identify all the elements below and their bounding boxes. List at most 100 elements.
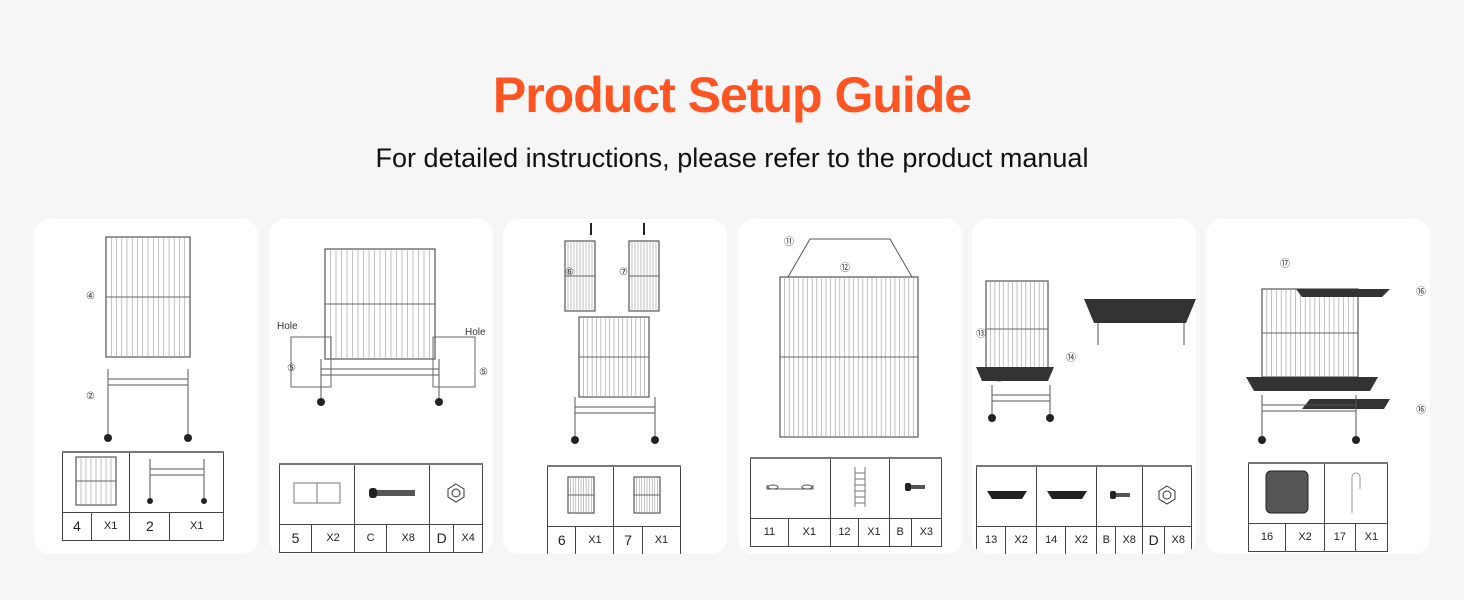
cage-panel-icon bbox=[72, 455, 120, 510]
part-image bbox=[1141, 465, 1193, 527]
part-callout: ⑭ bbox=[994, 373, 1004, 384]
part-quantity: X1 bbox=[641, 525, 682, 554]
part-number: 13 bbox=[975, 525, 1007, 554]
part-quantity: X1 bbox=[575, 525, 615, 554]
ladder-icon bbox=[852, 465, 868, 512]
part-number: 12 bbox=[829, 517, 860, 547]
part-quantity: X2 bbox=[1005, 525, 1038, 554]
side-tray-frame-icon bbox=[292, 480, 342, 509]
hook-icon bbox=[1348, 469, 1364, 518]
part-number: D bbox=[1141, 525, 1166, 554]
part-image bbox=[61, 451, 131, 513]
part-quantity: X2 bbox=[311, 523, 356, 553]
part-image bbox=[975, 465, 1038, 527]
assembly-diagram bbox=[976, 280, 1196, 422]
part-image bbox=[354, 463, 431, 525]
part-quantity: X8 bbox=[1115, 525, 1143, 554]
part-callout: ⑫ bbox=[840, 263, 850, 274]
part-callout: ⑤ bbox=[479, 367, 488, 378]
assembly-diagram bbox=[564, 223, 660, 444]
part-callout: ⑯ bbox=[1416, 287, 1426, 298]
long-bolt-icon bbox=[367, 486, 417, 503]
part-quantity: X4 bbox=[453, 523, 483, 553]
page-title: Product Setup Guide bbox=[492, 67, 972, 123]
part-quantity: X1 bbox=[858, 517, 890, 547]
part-quantity: X2 bbox=[1065, 525, 1098, 554]
part-image bbox=[829, 457, 890, 519]
assembly-diagram bbox=[104, 236, 192, 442]
assembly-diagram bbox=[1246, 288, 1390, 444]
part-callout: ⑬ bbox=[976, 329, 986, 340]
part-callout: ④ bbox=[86, 291, 95, 302]
part-callout: Hole bbox=[465, 327, 486, 338]
part-quantity: X1 bbox=[90, 511, 131, 541]
tray-icon bbox=[986, 489, 1028, 504]
part-quantity: X1 bbox=[787, 517, 831, 547]
part-image bbox=[278, 463, 356, 525]
part-image bbox=[1324, 462, 1388, 524]
part-number: 6 bbox=[546, 525, 577, 554]
part-number: 14 bbox=[1036, 525, 1067, 554]
stand-frame-icon bbox=[142, 455, 212, 510]
part-callout: ⑤ bbox=[287, 363, 296, 374]
part-quantity: X2 bbox=[1284, 522, 1326, 552]
part-image bbox=[1036, 465, 1098, 527]
part-quantity: X8 bbox=[386, 523, 431, 553]
part-image bbox=[1247, 462, 1326, 524]
part-number: D bbox=[429, 523, 455, 553]
part-callout: ⑭ bbox=[1066, 353, 1076, 364]
part-callout: ⑰ bbox=[1280, 259, 1290, 270]
part-image bbox=[1096, 465, 1143, 527]
part-image bbox=[429, 463, 483, 525]
part-image bbox=[546, 465, 615, 527]
tray-icon bbox=[1046, 489, 1088, 504]
part-number: 7 bbox=[613, 525, 643, 554]
part-callout: ⑪ bbox=[784, 237, 794, 248]
part-number: B bbox=[1096, 525, 1117, 554]
feeder-bar-icon bbox=[765, 481, 815, 496]
part-number: 16 bbox=[1248, 522, 1286, 552]
part-number: C bbox=[354, 523, 388, 553]
page-subtitle: For detailed instructions, please refer … bbox=[375, 143, 1089, 173]
bottom-grate-icon bbox=[1265, 470, 1309, 517]
part-quantity: X3 bbox=[910, 517, 943, 547]
part-number: 4 bbox=[62, 511, 92, 541]
part-callout: ⑯ bbox=[1416, 405, 1426, 416]
part-callout: ② bbox=[86, 391, 95, 402]
part-image bbox=[129, 451, 224, 513]
part-image bbox=[750, 457, 831, 519]
part-image bbox=[613, 465, 681, 527]
part-quantity: X8 bbox=[1164, 525, 1192, 554]
nut-icon bbox=[1157, 485, 1177, 508]
screw-icon bbox=[904, 482, 926, 495]
part-image bbox=[888, 457, 943, 519]
part-number: B bbox=[888, 517, 912, 547]
part-callout: Hole bbox=[277, 321, 298, 332]
part-quantity: X1 bbox=[169, 511, 224, 541]
part-number: 2 bbox=[129, 511, 171, 541]
double-door-panel-icon bbox=[632, 475, 662, 518]
part-quantity: X1 bbox=[1354, 522, 1389, 552]
screw-icon bbox=[1109, 490, 1131, 503]
part-number: 11 bbox=[750, 517, 789, 547]
part-number: 17 bbox=[1324, 522, 1356, 552]
assembly-diagram bbox=[779, 238, 919, 438]
part-callout: ⑦ bbox=[619, 267, 628, 278]
assembly-diagram bbox=[290, 248, 476, 406]
part-callout: ⑥ bbox=[565, 267, 574, 278]
part-number: 5 bbox=[278, 523, 313, 553]
nut-icon bbox=[446, 483, 466, 506]
door-panel-icon bbox=[566, 475, 596, 518]
